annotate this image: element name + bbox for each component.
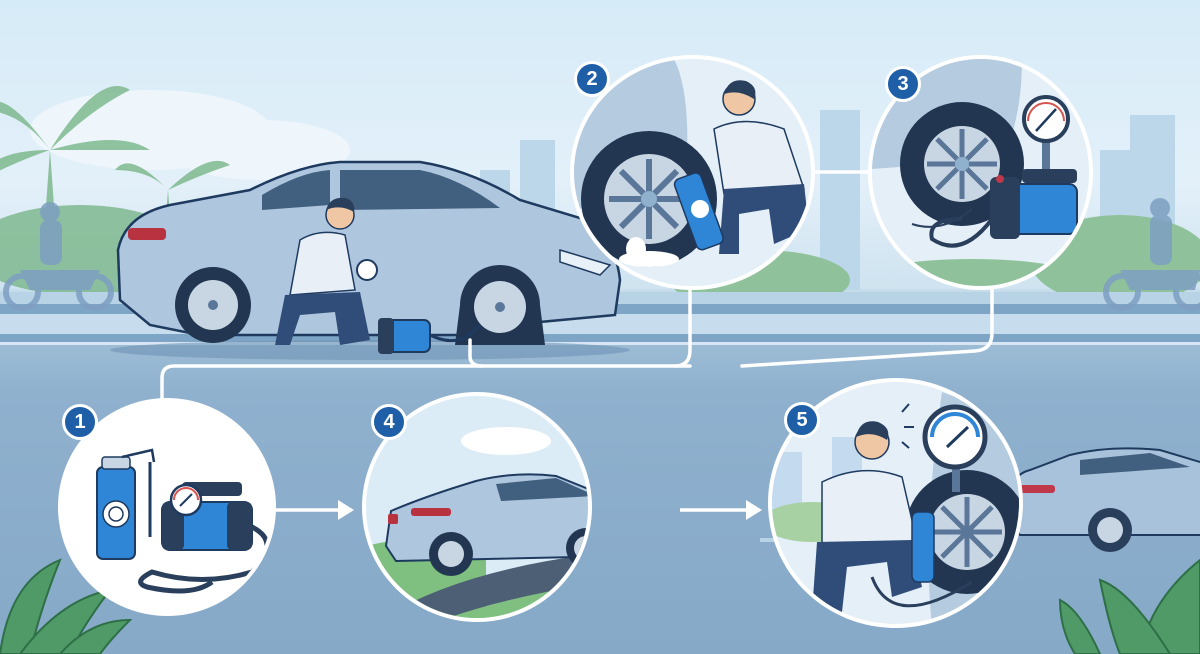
step-2-circle: [570, 55, 815, 290]
step-1-circle: [58, 398, 276, 616]
man-kneeling: [275, 197, 378, 345]
arrow-4-to-5: [680, 500, 762, 520]
connector-to-3: [740, 288, 994, 368]
inflate-tire-icon: [872, 59, 1082, 286]
compressor-ground: [378, 318, 482, 354]
front-wheel-flat: [455, 265, 545, 345]
connector-hero-to-2: [468, 338, 484, 368]
inject-sealant-icon: [574, 59, 809, 267]
step-5-circle: [768, 378, 1023, 628]
scooter-right: [1103, 198, 1200, 311]
rear-wheel: [175, 267, 251, 343]
check-pressure-icon: [772, 392, 1019, 624]
connector-1-to-hero: [160, 364, 692, 407]
step-3-circle: [868, 55, 1093, 290]
step-badge-5: 5: [784, 402, 820, 438]
step-badge-2: 2: [574, 61, 610, 97]
sealant-can-and-compressor-icon: [96, 448, 270, 594]
step-badge-4: 4: [371, 404, 407, 440]
step-badge-3: 3: [885, 66, 921, 102]
connector-2-down: [673, 268, 692, 368]
scooter-left: [3, 202, 114, 311]
step-badge-1: 1: [62, 404, 98, 440]
background-car: [1008, 447, 1200, 552]
arrow-1-to-4: [272, 500, 354, 520]
